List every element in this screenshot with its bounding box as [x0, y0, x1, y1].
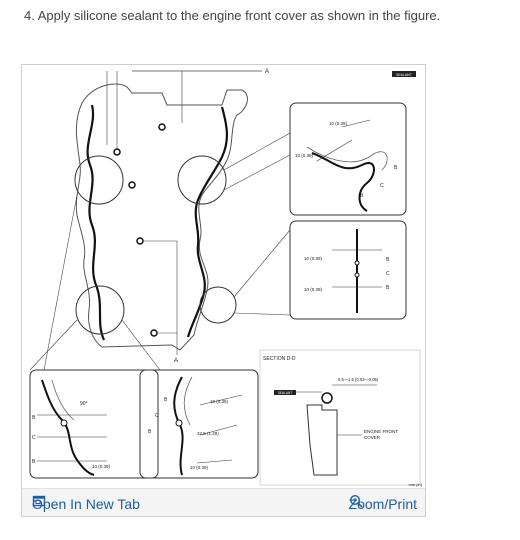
bm-dim-2: 32.5 (1.28) [197, 431, 219, 436]
zoom-print-link[interactable]: Zoom/Print [349, 494, 417, 514]
mr-label-c: C [386, 271, 390, 277]
detail-circle [199, 286, 237, 324]
bolt-hole [136, 237, 144, 245]
mr-label-b2: B [386, 285, 390, 291]
open-in-new-tab-label: Open In New Tab [32, 496, 140, 512]
tr-label-b2: B [360, 193, 364, 199]
bm-label-c: C [155, 413, 159, 419]
sealant-tag-top [392, 71, 416, 77]
open-tab-icon [32, 495, 46, 507]
tr-dim-1: 10 (0.39) [329, 121, 348, 126]
open-in-new-tab-link[interactable]: Open In New Tab [32, 494, 140, 514]
detail-circle [74, 155, 124, 205]
bm-label-b2: B [148, 429, 152, 435]
detail-box-mid-right [289, 220, 407, 320]
units-label: mm (in) [408, 482, 422, 487]
bl-angle: 90° [80, 401, 88, 407]
bl-dim: 10 (0.39) [92, 464, 111, 469]
section-sealant-tag [274, 390, 296, 395]
bm-label-b1: B [164, 397, 168, 403]
tr-dim-2: 10 (0.39) [295, 153, 314, 158]
bolt-hole [150, 329, 158, 337]
bl-label-c: C [32, 435, 36, 441]
zoom-in-icon [349, 494, 363, 508]
bl-label-b2: B [32, 459, 36, 465]
section-cover-label-1: ENGINE FRONT [364, 429, 398, 434]
bm-dim-1: 10 (0.39) [210, 399, 229, 404]
detail-circle [177, 155, 227, 205]
section-sealant-tag-text: SEALANT [278, 391, 293, 395]
mr-dim-2: 10 (0.39) [304, 287, 323, 292]
detail-box-bottom-left [29, 369, 159, 479]
mr-dim-1: 10 (0.39) [304, 256, 323, 261]
instruction-text: 4. Apply silicone sealant to the engine … [24, 8, 441, 23]
label-a-top: A [265, 69, 269, 75]
detail-box-top-right [289, 102, 407, 216]
bolt-hole [158, 123, 166, 131]
section-dd-box [259, 349, 421, 486]
detail-circle [75, 285, 125, 335]
bolt-hole [128, 181, 136, 189]
mr-label-b1: B [386, 257, 390, 263]
engine-cover-diagram: SEALANT A A [29, 69, 423, 487]
engine-cover-outline [75, 83, 248, 351]
section-cover-label-2: COVER [364, 435, 381, 440]
section-title: SECTION D-D [263, 356, 296, 362]
zoom-print-label: Zoom/Print [348, 496, 417, 512]
bl-label-b1: B [32, 415, 36, 421]
tr-label-c: C [380, 183, 384, 189]
figure-frame: SEALANT A A [21, 64, 426, 517]
bolt-hole [113, 148, 121, 156]
figure-footer: Open In New Tab Zoom/Print [22, 488, 425, 516]
section-dim: 0.5—1.5 (0.02—0.05) [338, 377, 379, 382]
detail-box-bottom-mid [139, 369, 259, 479]
sealant-tag-top-text: SEALANT [396, 73, 413, 77]
label-a-mid: A [174, 358, 178, 364]
tr-label-b1: B [394, 165, 398, 171]
bm-dim-3: 10 (0.39) [190, 465, 209, 470]
sealant-bead-path [86, 104, 228, 341]
